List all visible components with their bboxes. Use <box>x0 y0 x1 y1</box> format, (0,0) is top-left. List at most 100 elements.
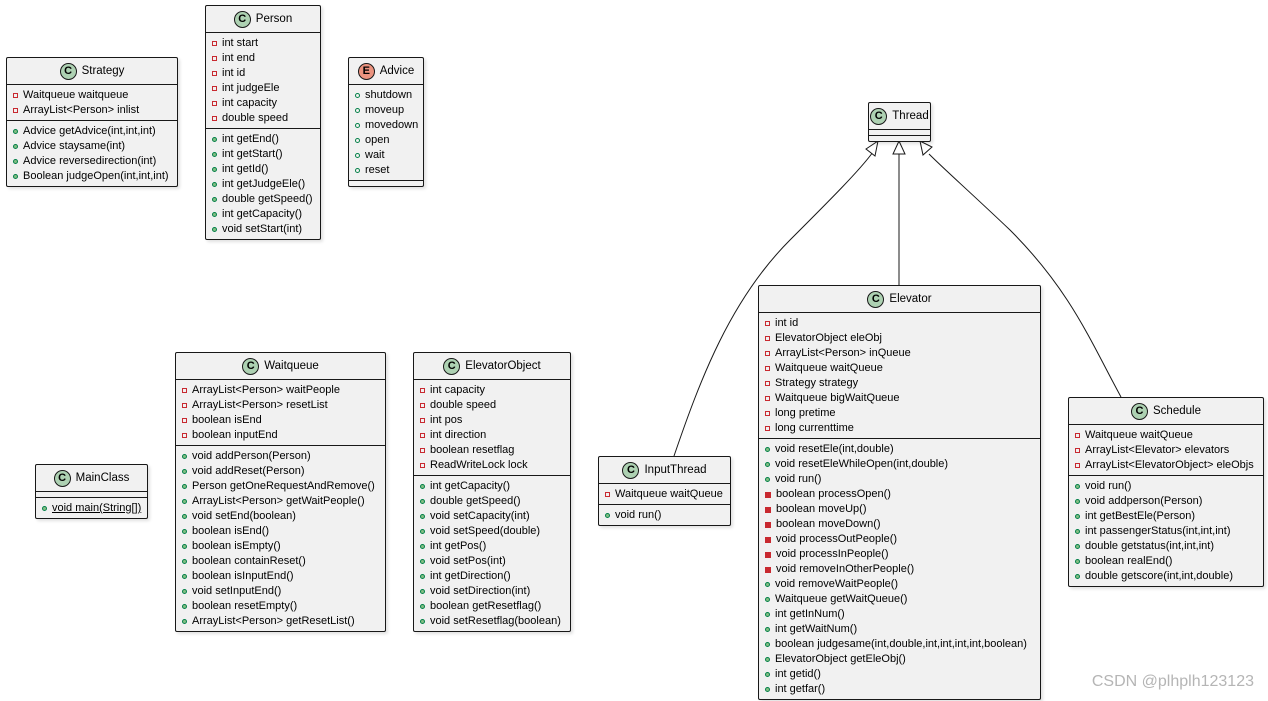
private-field-icon <box>13 93 18 98</box>
method-row: Advice getAdvice(int,int,int) <box>7 124 177 139</box>
public-method-icon <box>420 589 425 594</box>
method-row: int getfar() <box>759 682 1040 697</box>
class-icon: C <box>59 62 77 80</box>
field-row: long currenttime <box>759 421 1040 436</box>
private-method-icon <box>765 536 771 543</box>
method-row: void addReset(Person) <box>176 464 385 479</box>
field-row: double speed <box>206 111 320 126</box>
class-name: ElevatorObject <box>465 360 541 372</box>
method-row: void setCapacity(int) <box>414 509 570 524</box>
method-row: Person getOneRequestAndRemove() <box>176 479 385 494</box>
private-field-icon <box>420 403 425 408</box>
public-method-icon <box>765 627 770 632</box>
public-method-icon <box>1075 499 1080 504</box>
public-method-icon <box>420 574 425 579</box>
enum-values: shutdown moveup movedown open wait reset <box>349 84 423 180</box>
class-person[interactable]: C Person int start int end int id int jud… <box>205 5 321 240</box>
field-row: boolean inputEnd <box>176 428 385 443</box>
class-icon: C <box>53 469 71 487</box>
method-row: void setSpeed(double) <box>414 524 570 539</box>
field-row: int judgeEle <box>206 81 320 96</box>
class-icon: C <box>233 10 251 28</box>
field-row: ArrayList<Person> inQueue <box>759 346 1040 361</box>
enum-row: movedown <box>349 118 423 133</box>
method-row: void setStart(int) <box>206 222 320 237</box>
method-row: int getDirection() <box>414 569 570 584</box>
enum-value-icon <box>355 138 360 143</box>
field-row: int id <box>206 66 320 81</box>
private-method-icon <box>765 551 771 558</box>
methods: void addPerson(Person) void addReset(Per… <box>176 445 385 631</box>
field-row: int capacity <box>206 96 320 111</box>
public-method-icon <box>182 499 187 504</box>
field-row: Waitqueue waitQueue <box>1069 428 1263 443</box>
public-method-icon <box>420 604 425 609</box>
public-method-icon <box>765 447 770 452</box>
private-method-icon <box>765 521 771 528</box>
field-row: Waitqueue waitQueue <box>599 487 730 502</box>
private-method-icon <box>765 566 771 573</box>
private-field-icon <box>182 433 187 438</box>
methods: void resetEle(int,double) void resetEleW… <box>759 438 1040 699</box>
method-row: boolean resetEmpty() <box>176 599 385 614</box>
method-row: void run() <box>599 508 730 523</box>
public-method-icon <box>1075 514 1080 519</box>
method-row: void setEnd(boolean) <box>176 509 385 524</box>
public-method-icon <box>182 574 187 579</box>
private-field-icon <box>765 321 770 326</box>
public-method-icon <box>765 642 770 647</box>
private-field-icon <box>212 56 217 61</box>
field-row: ElevatorObject eleObj <box>759 331 1040 346</box>
method-row: boolean getResetflag() <box>414 599 570 614</box>
public-method-icon <box>420 619 425 624</box>
methods: int getCapacity() double getSpeed() void… <box>414 475 570 631</box>
public-method-icon <box>182 589 187 594</box>
class-icon: C <box>443 357 461 375</box>
private-field-icon <box>605 492 610 497</box>
method-row: boolean isEnd() <box>176 524 385 539</box>
method-row: int getEnd() <box>206 132 320 147</box>
private-field-icon <box>765 351 770 356</box>
enum-value-icon <box>355 123 360 128</box>
enum-row: shutdown <box>349 88 423 103</box>
public-method-icon <box>212 137 217 142</box>
method-row: void addperson(Person) <box>1069 494 1263 509</box>
class-name: Person <box>255 13 293 25</box>
fields: int start int end int id int judgeEle in… <box>206 32 320 128</box>
field-row: Waitqueue waitqueue <box>7 88 177 103</box>
private-field-icon <box>420 463 425 468</box>
class-name: InputThread <box>644 464 707 476</box>
public-method-icon <box>13 174 18 179</box>
private-field-icon <box>212 116 217 121</box>
private-field-icon <box>420 448 425 453</box>
fields: Waitqueue waitqueue ArrayList<Person> in… <box>7 84 177 120</box>
methods: void run() <box>599 504 730 525</box>
public-method-icon <box>182 469 187 474</box>
method-row: void run() <box>759 472 1040 487</box>
public-method-icon <box>212 212 217 217</box>
field-row: int start <box>206 36 320 51</box>
methods: void run() void addperson(Person) int ge… <box>1069 475 1263 586</box>
class-icon: C <box>867 290 885 308</box>
field-row: ArrayList<ElevatorObject> eleObjs <box>1069 458 1263 473</box>
class-icon: C <box>242 357 260 375</box>
private-field-icon <box>1075 448 1080 453</box>
public-method-icon <box>765 612 770 617</box>
field-row: boolean isEnd <box>176 413 385 428</box>
field-row: boolean resetflag <box>414 443 570 458</box>
method-row: void setInputEnd() <box>176 584 385 599</box>
fields: Waitqueue waitQueue <box>599 483 730 504</box>
method-row: void setDirection(int) <box>414 584 570 599</box>
class-name: Waitqueue <box>264 360 319 372</box>
private-field-icon <box>182 403 187 408</box>
